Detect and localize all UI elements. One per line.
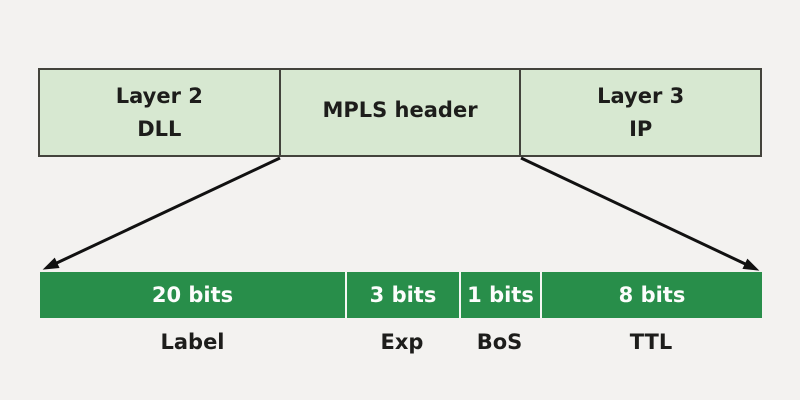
field-name-row: Label Exp BoS TTL — [40, 322, 762, 362]
layer2-subtitle: DLL — [137, 116, 182, 141]
layer3-title: Layer 3 — [597, 84, 685, 109]
right-arrow — [520, 156, 760, 271]
label-field-name: Label — [160, 330, 225, 354]
ttl-field-name: TTL — [629, 330, 673, 354]
bos-field-name: BoS — [476, 330, 523, 354]
mpls-header-box: MPLS header — [278, 70, 520, 155]
label-bits-segment: 20 bits — [151, 283, 234, 307]
layer2-box: Layer 2 DLL — [40, 70, 279, 155]
layer3-subtitle: IP — [629, 116, 653, 141]
bit-width-bar: 20 bits 3 bits 1 bits 8 bits — [40, 272, 762, 318]
left-arrow — [42, 156, 281, 270]
mpls-header-title: MPLS header — [322, 98, 478, 123]
ttl-bits-segment: 8 bits — [540, 272, 762, 318]
layer2-title: Layer 2 — [115, 84, 203, 109]
bos-bits-segment: 1 bits — [459, 272, 540, 318]
layer3-box: Layer 3 IP — [519, 70, 760, 155]
exp-bits-segment: 3 bits — [345, 272, 459, 318]
protocol-stack-row: Layer 2 DLL MPLS header Layer 3 IP — [38, 68, 762, 157]
exp-field-name: Exp — [380, 330, 424, 354]
